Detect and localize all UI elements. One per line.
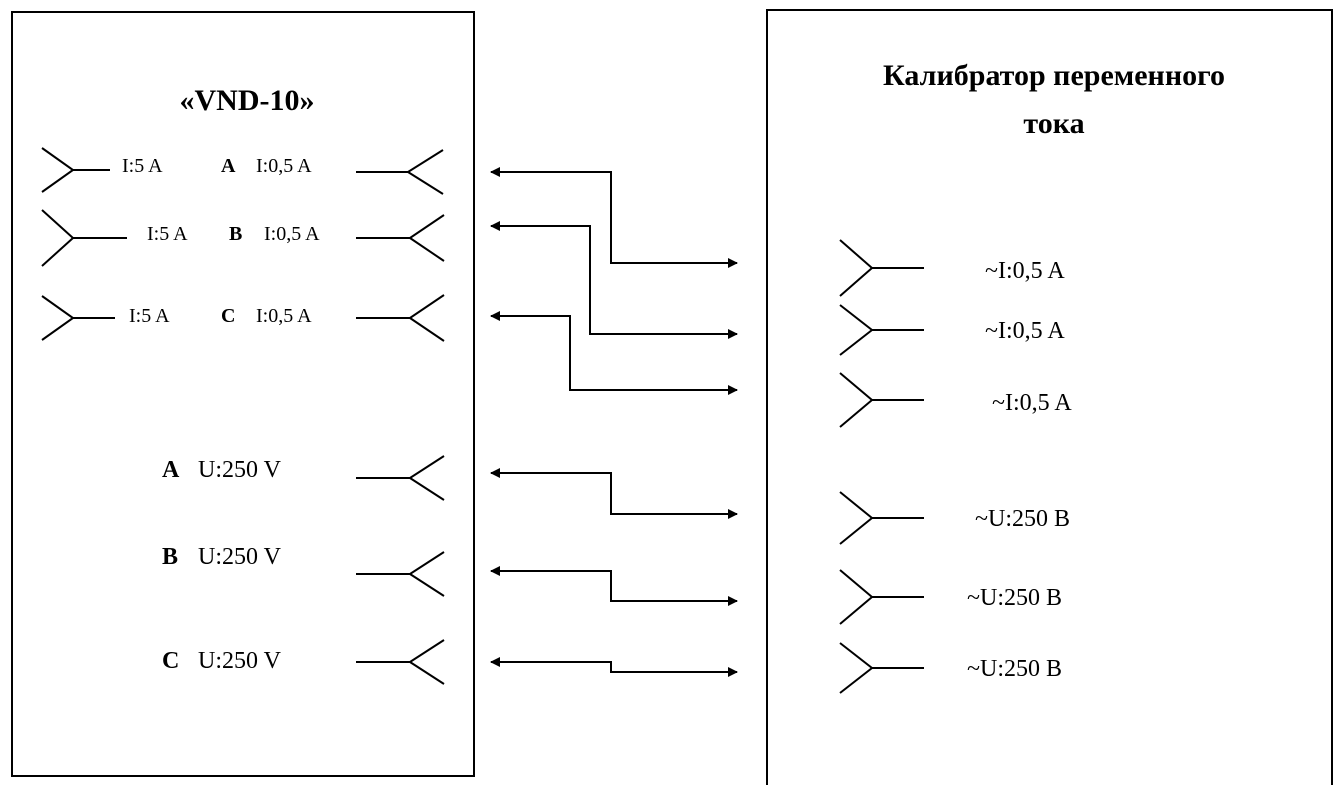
calibrator-current-output-3: ~I:0,5 A	[839, 372, 1072, 428]
calibrator-title-line1: Калибратор переменного	[883, 59, 1225, 92]
wire-current-c	[490, 311, 738, 395]
voltage-row-c: C U:250 V	[162, 639, 445, 685]
current-left-label: I:5 A	[129, 305, 170, 327]
output-label: ~U:250 В	[975, 506, 1070, 532]
output-label: ~I:0,5 A	[992, 390, 1072, 416]
output-socket-icon	[356, 294, 445, 342]
current-right-label: I:0,5 A	[256, 155, 312, 177]
output-label: ~I:0,5 A	[985, 258, 1065, 284]
current-left-label: I:5 A	[147, 223, 188, 245]
phase-label: A	[221, 155, 236, 177]
wire-current-a	[490, 167, 738, 268]
plug-icon	[839, 642, 924, 694]
voltage-label: U:250 V	[198, 544, 282, 570]
current-row-b: I:5 A B I:0,5 A	[41, 209, 445, 267]
voltage-row-b: B U:250 V	[162, 544, 445, 597]
input-plug-icon	[41, 147, 110, 193]
plug-icon	[839, 239, 924, 297]
voltage-label: U:250 V	[198, 648, 282, 674]
voltage-row-a: A U:250 V	[162, 455, 445, 501]
current-row-a: I:5 A A I:0,5 A	[41, 147, 444, 195]
calibrator-current-output-2: ~I:0,5 A	[839, 304, 1065, 356]
output-label: ~U:250 В	[967, 585, 1062, 611]
input-plug-icon	[41, 295, 115, 341]
wire-voltage-a	[490, 468, 738, 519]
wire-voltage-b	[490, 566, 738, 606]
calibrator-current-output-1: ~I:0,5 A	[839, 239, 1065, 297]
device-title: «VND-10»	[180, 84, 315, 117]
phase-label: A	[162, 457, 180, 483]
voltage-label: U:250 V	[198, 457, 282, 483]
output-label: ~U:250 В	[967, 656, 1062, 682]
phase-label: C	[221, 305, 235, 327]
device-box	[11, 11, 475, 777]
phase-label: C	[162, 648, 179, 674]
output-label: ~I:0,5 A	[985, 318, 1065, 344]
calibrator-voltage-output-2: ~U:250 В	[839, 569, 1062, 625]
phase-label: B	[229, 223, 242, 245]
output-socket-icon	[356, 149, 444, 195]
output-socket-icon	[356, 214, 445, 262]
current-right-label: I:0,5 A	[264, 223, 320, 245]
calibrator-voltage-output-3: ~U:250 В	[839, 642, 1062, 694]
plug-icon	[839, 372, 924, 428]
calibrator-voltage-output-1: ~U:250 В	[839, 491, 1070, 545]
current-left-label: I:5 A	[122, 155, 163, 177]
output-socket-icon	[356, 551, 445, 597]
calibrator-title-line2: тока	[1023, 107, 1084, 140]
wire-voltage-c	[490, 657, 738, 677]
plug-icon	[839, 304, 924, 356]
input-plug-icon	[41, 209, 127, 267]
wire-current-b	[490, 221, 738, 339]
current-row-c: I:5 A C I:0,5 A	[41, 294, 445, 342]
output-socket-icon	[356, 455, 445, 501]
phase-label: B	[162, 544, 178, 570]
calibrator-box	[766, 9, 1333, 785]
plug-icon	[839, 491, 924, 545]
plug-icon	[839, 569, 924, 625]
current-right-label: I:0,5 A	[256, 305, 312, 327]
output-socket-icon	[356, 639, 445, 685]
